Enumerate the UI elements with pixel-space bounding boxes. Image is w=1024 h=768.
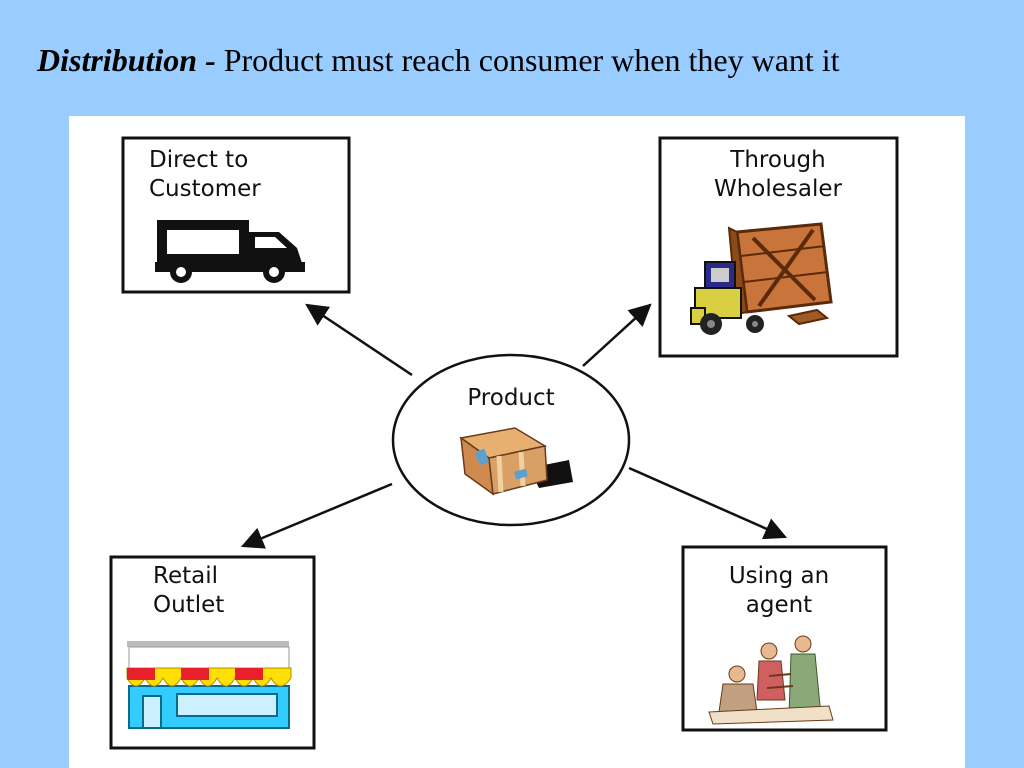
- forklift-crate-icon: [690, 222, 833, 335]
- diagram-canvas: [109, 136, 899, 750]
- label-direct-line1: Direct to: [149, 147, 249, 173]
- people-meeting-icon: [708, 635, 834, 725]
- label-wholesaler: Through Wholesaler: [683, 146, 873, 204]
- label-agent-line1: Using an: [728, 563, 830, 589]
- arrow-to-agent: [628, 466, 788, 540]
- arrow-to-retail: [240, 482, 393, 549]
- arrow-to-direct: [305, 303, 413, 377]
- label-wholesaler-line1: Through: [730, 147, 826, 173]
- label-retail-line2: Outlet: [153, 592, 225, 618]
- heading-term: Distribution -: [37, 42, 216, 78]
- slide-heading: Distribution - Product must reach consum…: [37, 40, 997, 80]
- label-agent-line2: agent: [745, 592, 813, 618]
- label-wholesaler-line2: Wholesaler: [713, 176, 842, 202]
- label-retail-line1: Retail: [153, 563, 218, 589]
- distribution-diagram: Direct to Customer Through Wholesaler Re…: [69, 116, 965, 768]
- cardboard-box-icon: [459, 427, 573, 496]
- label-direct: Direct to Customer: [149, 146, 261, 204]
- delivery-truck-icon: [155, 220, 305, 283]
- heading-text: Product must reach consumer when they wa…: [215, 42, 840, 78]
- label-retail: Retail Outlet: [153, 562, 224, 620]
- arrow-to-wholesaler: [582, 303, 652, 367]
- label-agent: Using an agent: [699, 562, 859, 620]
- label-direct-line2: Customer: [149, 176, 261, 202]
- label-product: Product: [467, 385, 555, 411]
- storefront-awning-icon: [126, 641, 292, 729]
